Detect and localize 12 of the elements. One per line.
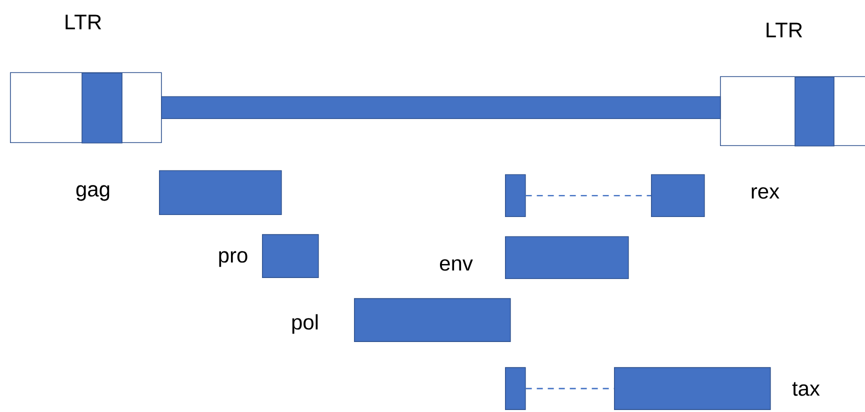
gene-bar bbox=[505, 174, 526, 217]
gene-label: tax bbox=[792, 382, 820, 396]
connector-line bbox=[526, 194, 651, 196]
gene-label: gag bbox=[76, 185, 110, 201]
genome-bar bbox=[161, 96, 721, 119]
gene-label: env bbox=[440, 259, 473, 271]
ltr-label: LTR bbox=[66, 14, 102, 30]
ltr-label: LTR bbox=[766, 22, 802, 38]
gene-bar bbox=[505, 367, 526, 410]
gene-label: pro bbox=[219, 251, 248, 267]
gene-label: pol bbox=[292, 314, 318, 334]
gene-label: rex bbox=[752, 187, 780, 199]
